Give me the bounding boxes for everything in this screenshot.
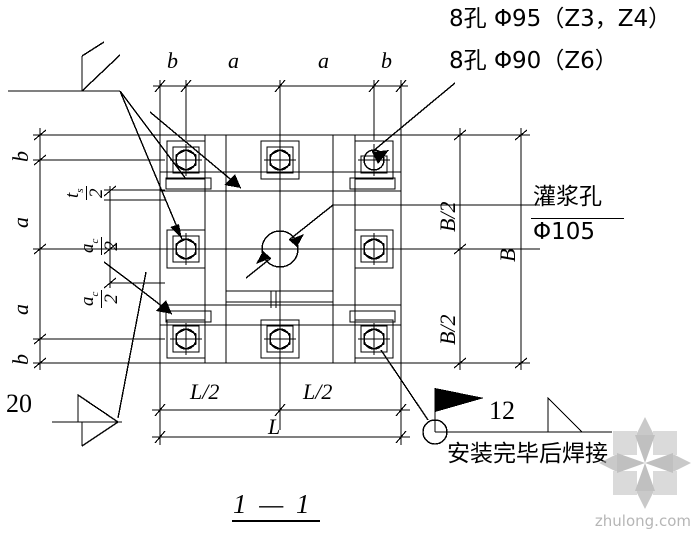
weld-symbol-top-left: [81, 41, 105, 57]
dim-top-b-left: b: [167, 48, 178, 73]
dim-bottom-l-half-right: L/2: [303, 379, 333, 404]
dim-left-b-bottom: b: [8, 354, 33, 365]
dim-top-b-right: b: [381, 48, 392, 73]
dim-left-fraction-ac-2-lower: ac 2: [77, 289, 123, 308]
dim-left-a-top: a: [8, 217, 33, 228]
weld-symbol-12: [434, 388, 612, 433]
leader-grout-hole: [245, 204, 540, 279]
bolt-hole-bottom-right: [354, 319, 394, 359]
weld-size-20: 20: [6, 389, 32, 418]
dimension-left: [33, 128, 165, 370]
weld-size-12: 12: [489, 396, 515, 425]
section-title: 1 — 1: [233, 489, 313, 519]
dim-left-b-top: b: [8, 151, 33, 162]
dim-left-fraction-ts-2: ts 2: [62, 186, 108, 200]
dimension-top: [153, 79, 408, 140]
dim-right-b-total: B: [495, 248, 520, 262]
dim-right-b-half-top: B/2: [435, 201, 460, 232]
dim-right-b-half-bottom: B/2: [435, 314, 460, 345]
leader-weld-top-left: [8, 54, 187, 240]
leader-bottom-left-plate: [103, 261, 173, 315]
dim-bottom-total-l: L: [268, 414, 281, 439]
bolt-hole-top-right: [354, 140, 394, 180]
dim-top-a-right: a: [318, 48, 329, 73]
leader-weld-20: [117, 271, 147, 419]
weld-note-text: 安装完毕后焊接: [447, 441, 608, 467]
dim-left-fraction-ac-2-upper: ac 2: [77, 236, 123, 255]
grout-hole-diameter: Φ105: [533, 219, 596, 245]
note-holes-line2: 8孔 Φ90（Z6）: [449, 48, 618, 74]
grout-hole-label: 灌浆孔: [533, 184, 602, 210]
leader-top-center: [149, 111, 242, 189]
bolt-hole-top-left: [166, 140, 206, 180]
dim-left-a-bottom: a: [8, 304, 33, 315]
bolt-hole-bottom-left: [166, 319, 206, 359]
dim-bottom-l-half-left: L/2: [190, 379, 220, 404]
weld-symbol-20: [52, 393, 122, 447]
dimension-right: [401, 128, 530, 370]
stiffener-plates: [165, 177, 396, 323]
watermark-logo: [599, 417, 691, 509]
dimension-bottom: [152, 363, 410, 445]
watermark-text: zhulong.com: [594, 512, 691, 530]
grout-label-divider: [531, 218, 624, 219]
dim-top-a-left: a: [228, 48, 239, 73]
note-holes-line1: 8孔 Φ95（Z3，Z4）: [449, 6, 672, 32]
leader-holes-note: [371, 82, 456, 164]
